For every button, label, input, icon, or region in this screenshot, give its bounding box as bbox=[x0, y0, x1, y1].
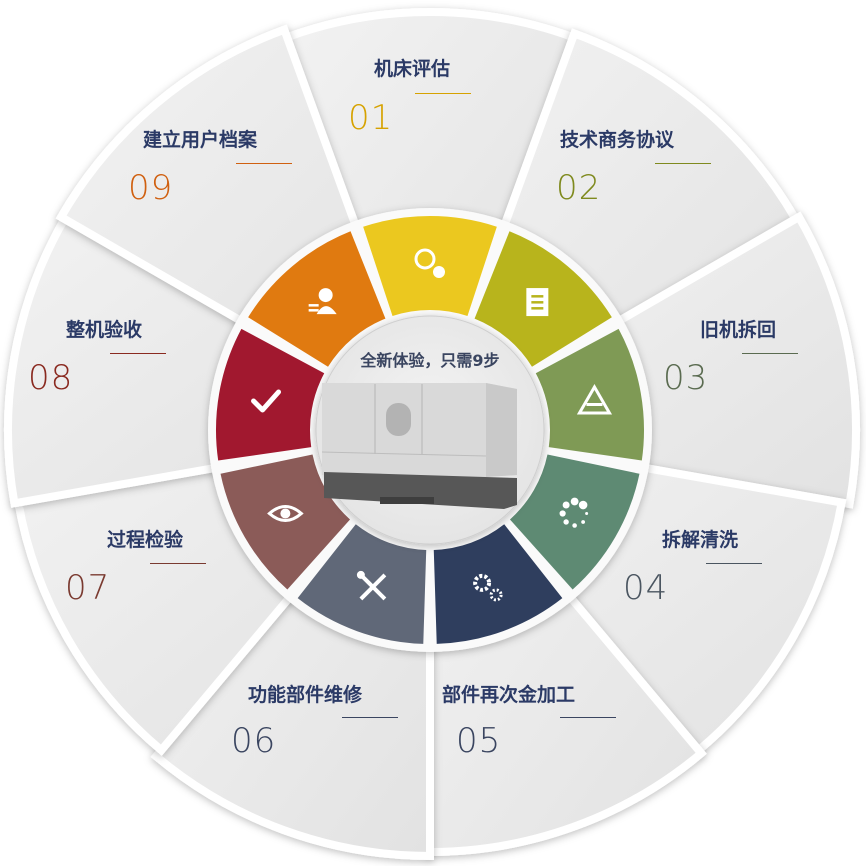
gears-icon bbox=[473, 573, 503, 602]
colored-segments bbox=[216, 215, 645, 644]
step-title-06: 功能部件维修 bbox=[248, 684, 363, 706]
magnifier-circles-icon bbox=[414, 248, 445, 278]
title-underline bbox=[236, 163, 292, 164]
segment-step-06[interactable] bbox=[297, 524, 427, 644]
step-title-08: 整机验收 bbox=[66, 319, 143, 341]
title-underline bbox=[560, 717, 616, 718]
tools-icon bbox=[356, 570, 387, 601]
step-number-08: 08 bbox=[28, 358, 74, 398]
title-underline bbox=[342, 717, 398, 718]
title-underline bbox=[150, 563, 206, 564]
step-number-05: 05 bbox=[456, 721, 502, 761]
title-underline bbox=[415, 93, 471, 94]
machine-illustration bbox=[321, 383, 517, 509]
step-title-02: 技术商务协议 bbox=[560, 129, 675, 151]
segment-step-08[interactable] bbox=[216, 328, 325, 461]
outer-panels bbox=[4, 8, 860, 861]
step-number-02: 02 bbox=[556, 168, 602, 208]
step-number-04: 04 bbox=[623, 568, 669, 608]
title-underline bbox=[742, 353, 798, 354]
user-profile-icon bbox=[308, 288, 337, 315]
step-title-04: 拆解清洗 bbox=[662, 529, 739, 551]
step-number-07: 07 bbox=[65, 568, 111, 608]
segment-step-05[interactable] bbox=[433, 524, 563, 644]
checkmark-icon bbox=[251, 389, 282, 413]
eye-icon bbox=[267, 505, 304, 522]
step-title-05: 部件再次金加工 bbox=[442, 684, 576, 706]
title-underline bbox=[655, 163, 711, 164]
step-title-01: 机床评估 bbox=[374, 58, 451, 80]
segment-step-04[interactable] bbox=[509, 454, 640, 590]
step-title-07: 过程检验 bbox=[107, 529, 184, 551]
document-icon bbox=[526, 288, 549, 317]
title-underline bbox=[110, 353, 166, 354]
segment-step-09[interactable] bbox=[248, 231, 386, 367]
step-number-09: 09 bbox=[128, 168, 174, 208]
pyramid-icon bbox=[576, 383, 613, 415]
step-number-03: 03 bbox=[663, 358, 709, 398]
center-title: 全新体验，只需9步 bbox=[360, 351, 500, 370]
loading-dots-icon bbox=[559, 497, 589, 528]
title-underline bbox=[706, 563, 762, 564]
step-number-01: 01 bbox=[348, 98, 394, 138]
step-title-03: 旧机拆回 bbox=[700, 319, 777, 341]
step-number-06: 06 bbox=[231, 721, 277, 761]
step-title-09: 建立用户档案 bbox=[143, 129, 258, 151]
